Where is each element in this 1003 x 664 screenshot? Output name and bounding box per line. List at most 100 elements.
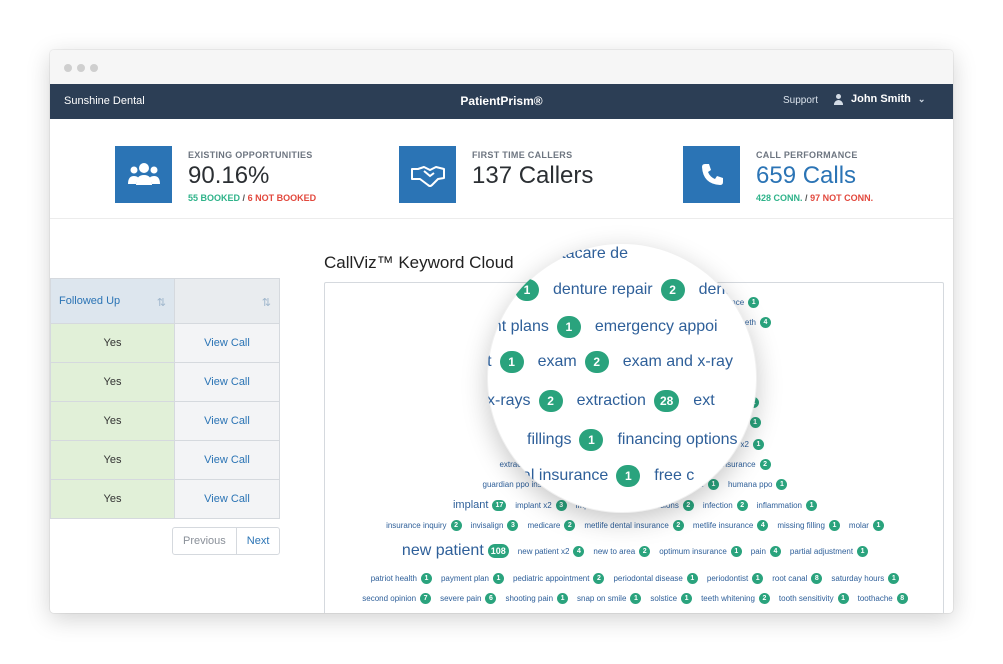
keyword-count-badge: 2 (682, 499, 694, 511)
keyword-label: fillings (527, 431, 572, 448)
followed-up-cell: Yes (50, 402, 175, 441)
handshake-icon (399, 146, 456, 203)
lens-keyword-tag[interactable]: free c (654, 467, 694, 485)
keyword-label: new patient x2 (517, 546, 570, 556)
lens-keyword-tag[interactable]: ce5 (487, 243, 526, 265)
view-call-link[interactable]: View Call (175, 441, 280, 480)
view-call-link[interactable]: View Call (175, 480, 280, 519)
column-label: Followed Up (59, 295, 121, 307)
stat-value: 659 Calls (756, 162, 857, 189)
practice-name[interactable]: Sunshine Dental (64, 95, 145, 107)
lens-keyword-tag[interactable]: 1 (507, 279, 539, 301)
not-connected-count: 97 NOT CONN. (810, 193, 874, 203)
keyword-label: medicare (527, 521, 561, 530)
keyword-count-badge: 1 (872, 520, 884, 531)
keyword-count-badge: 4 (757, 520, 769, 531)
lens-keyword-tag[interactable]: emergency appoi (595, 318, 718, 336)
column-followed-up[interactable]: Followed Up ⇅ (50, 278, 175, 324)
keyword-count-badge: 2 (538, 390, 563, 412)
sort-icon[interactable]: ⇅ (156, 297, 166, 309)
keyword-label: exam (537, 353, 577, 370)
lens-keyword-tag[interactable]: deltacare de (540, 245, 628, 263)
keyword-count-badge: 2 (450, 520, 462, 531)
app-logo[interactable]: PatientPrism® (460, 94, 543, 108)
keyword-count-badge: 1 (749, 417, 761, 428)
keyword-label: extraction (576, 392, 646, 409)
keyword-label: emergency appoi (594, 318, 718, 335)
lens-keyword-tag[interactable]: dent (699, 281, 730, 299)
view-call-link[interactable]: View Call (175, 363, 280, 402)
keyword-label: implant (452, 499, 489, 511)
previous-button[interactable]: Previous (173, 528, 237, 554)
keyword-count-badge: 1 (748, 297, 760, 308)
keyword-count-badge: 108 (487, 544, 509, 558)
followed-up-cell: Yes (50, 441, 175, 480)
keyword-label: missing filling (777, 521, 825, 530)
user-name: John Smith (851, 93, 911, 105)
keyword-label: shooting pain (505, 594, 554, 603)
view-call-link[interactable]: View Call (175, 324, 280, 363)
lens-keyword-tag[interactable]: isit1 (487, 351, 524, 373)
stat-sub: 428 CONN. / 97 NOT CONN. (756, 193, 874, 203)
user-menu[interactable]: John Smith ⌄ (833, 93, 925, 105)
support-link[interactable]: Support (783, 95, 819, 106)
stat-value: 137 Callers (472, 162, 594, 189)
lens-keyword-tag[interactable]: ext (693, 392, 714, 410)
lens-keyword-tag[interactable]: financing options (617, 431, 737, 449)
column-action[interactable]: ⇅ (175, 278, 280, 324)
keyword-label: periodontal disease (613, 574, 683, 583)
lens-keyword-tag[interactable]: exam and x-ray (623, 353, 733, 371)
view-call-link[interactable]: View Call (175, 402, 280, 441)
window-dot (90, 64, 98, 72)
sort-icon[interactable]: ⇅ (261, 297, 271, 309)
window-dot (64, 64, 72, 72)
next-button[interactable]: Next (246, 535, 270, 547)
keyword-count-badge: 2 (564, 520, 576, 531)
phone-icon (683, 146, 740, 203)
